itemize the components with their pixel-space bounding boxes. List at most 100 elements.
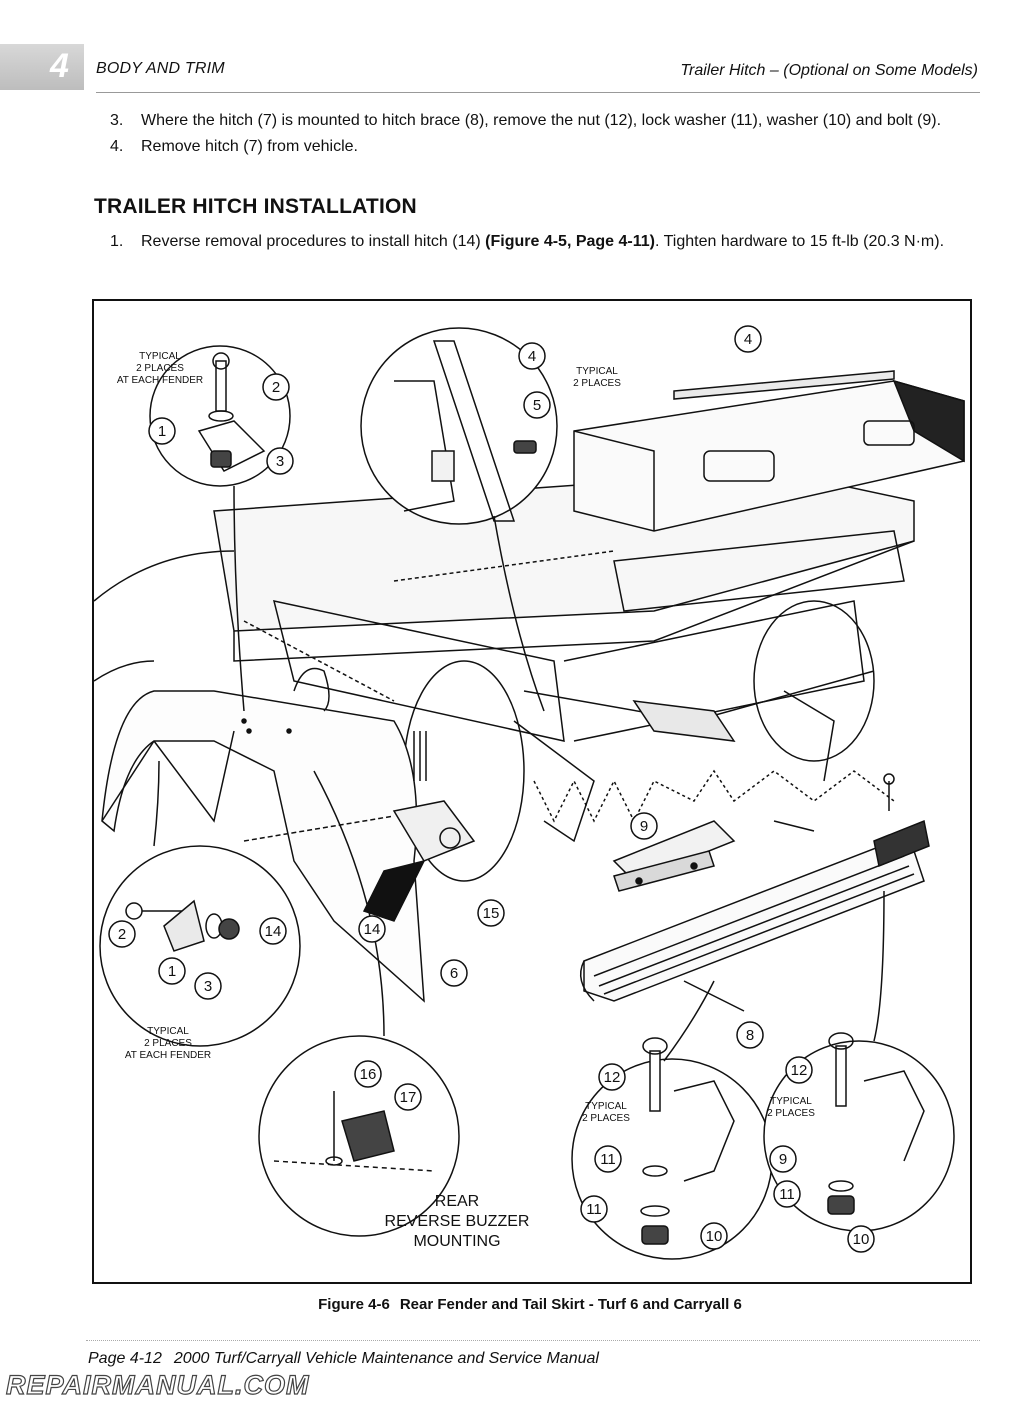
typical-label-fender-top: TYPICAL 2 PLACES AT EACH FENDER [117, 351, 203, 386]
svg-text:5: 5 [533, 397, 541, 414]
detail-circle-bumper-bracket [360, 327, 558, 525]
figure-title: Rear Fender and Tail Skirt - Turf 6 and … [399, 1296, 742, 1313]
detail-circle-bolt-right [763, 1032, 955, 1232]
svg-text:6: 6 [450, 965, 458, 982]
exploded-view-diagram: TYPICAL 2 PLACES AT EACH FENDER TYPICAL … [94, 325, 965, 1260]
callout-12-right: 12 [785, 1056, 813, 1084]
watermark-logo: REPAIRMANUAL.COM [5, 1369, 310, 1400]
callout-14-detail: 14 [259, 917, 287, 945]
typical-label-fender-bottom: TYPICAL 2 PLACES AT EACH FENDER [125, 1026, 211, 1061]
callout-10-left: 10 [700, 1222, 728, 1250]
installation-step: 1. Reverse removal procedures to install… [110, 231, 978, 253]
callout-17: 17 [394, 1083, 422, 1111]
installation-steps: 1. Reverse removal procedures to install… [110, 231, 978, 257]
callout-9: 9 [630, 812, 658, 840]
detail-circle-fender-top [149, 345, 291, 487]
svg-text:15: 15 [483, 905, 500, 922]
label-line: 2 PLACES [767, 1108, 815, 1119]
svg-text:3: 3 [204, 978, 212, 995]
step-number: 3. [110, 112, 124, 129]
step-text: Reverse removal procedures to install hi… [141, 231, 978, 253]
manual-title: 2000 Turf/Carryall Vehicle Maintenance a… [173, 1350, 599, 1367]
svg-text:12: 12 [604, 1069, 621, 1086]
section-heading: TRAILER HITCH INSTALLATION [94, 195, 417, 218]
callout-16: 16 [354, 1060, 382, 1088]
callout-11-left-lower: 11 [580, 1195, 608, 1223]
rear-bumper-drawing [573, 370, 965, 532]
page-number: Page 4-12 [88, 1350, 162, 1367]
figure-reference-link[interactable]: (Figure 4-5, Page 4-11) [485, 233, 655, 250]
label-line: 2 PLACES [144, 1038, 192, 1049]
chapter-tab: 4 [0, 44, 84, 90]
svg-text:16: 16 [360, 1066, 377, 1083]
typical-label-mid: TYPICAL 2 PLACES [573, 366, 621, 389]
callout-11-left-upper: 11 [594, 1145, 622, 1173]
svg-text:10: 10 [853, 1231, 870, 1248]
step-text-part: . Tighten hardware to 15 ft-lb (20.3 N·m… [655, 233, 945, 250]
label-line: TYPICAL [139, 351, 181, 362]
label-line: TYPICAL [576, 366, 618, 377]
label-line: MOUNTING [413, 1233, 500, 1250]
svg-text:9: 9 [779, 1151, 787, 1168]
svg-text:11: 11 [600, 1151, 616, 1168]
header-divider [96, 92, 980, 93]
svg-text:2: 2 [118, 926, 126, 943]
callout-8: 8 [736, 1021, 764, 1049]
step-number: 1. [110, 233, 124, 250]
footer: Page 4-12 2000 Turf/Carryall Vehicle Main… [88, 1350, 599, 1368]
label-line: AT EACH FENDER [125, 1050, 211, 1061]
callout-10-right: 10 [847, 1225, 875, 1253]
typical-label-bolt-left: TYPICAL 2 PLACES [582, 1101, 630, 1124]
chapter-number: 4 [50, 47, 69, 85]
figure-caption: Figure 4-6 Rear Fender and Tail Skirt - T… [0, 1296, 1024, 1313]
header-topic: Trailer Hitch – (Optional on Some Models… [680, 62, 978, 79]
callout-1: 1 [148, 417, 176, 445]
step-text: Where the hitch (7) is mounted to hitch … [141, 112, 942, 129]
label-line: AT EACH FENDER [117, 375, 203, 386]
callout-4: 4 [518, 342, 546, 370]
step-text-part: Reverse removal procedures to install hi… [141, 233, 486, 250]
footer-divider [86, 1340, 980, 1341]
callout-2: 2 [262, 373, 290, 401]
removal-step: 4. Remove hitch (7) from vehicle. [110, 136, 978, 158]
label-line: REAR [435, 1193, 479, 1210]
step-number: 4. [110, 138, 124, 155]
callout-9-right: 9 [769, 1145, 797, 1173]
svg-text:17: 17 [400, 1089, 417, 1106]
buzzer-drawing [243, 667, 476, 922]
callout-4-bumper: 4 [734, 325, 762, 353]
leader-lines [153, 485, 885, 1062]
label-line: TYPICAL [770, 1096, 812, 1107]
svg-text:4: 4 [528, 348, 536, 365]
step-text: Remove hitch (7) from vehicle. [141, 138, 358, 155]
svg-text:12: 12 [791, 1062, 808, 1079]
svg-text:4: 4 [744, 331, 752, 348]
svg-text:9: 9 [640, 818, 648, 835]
tail-skirt-drawing [533, 769, 930, 1002]
callout-15: 15 [477, 899, 505, 927]
label-line: 2 PLACES [573, 378, 621, 389]
callout-5: 5 [523, 391, 551, 419]
callout-2-lower: 2 [108, 920, 136, 948]
svg-text:2: 2 [272, 379, 280, 396]
figure-number: Figure 4-6 [318, 1296, 390, 1313]
detail-circle-fender-bottom [99, 845, 301, 1047]
buzzer-mounting-label: REAR REVERSE BUZZER MOUNTING [385, 1193, 530, 1250]
label-line: 2 PLACES [136, 363, 184, 374]
callout-11-right: 11 [773, 1180, 801, 1208]
label-line: REVERSE BUZZER [385, 1213, 530, 1230]
detail-circle-bolt-left [571, 1037, 773, 1260]
callout-1-lower: 1 [158, 957, 186, 985]
callout-14: 14 [358, 915, 386, 943]
label-line: TYPICAL [147, 1026, 189, 1037]
removal-step: 3. Where the hitch (7) is mounted to hit… [110, 110, 978, 132]
rear-fender-drawing [101, 690, 425, 1003]
removal-steps: 3. Where the hitch (7) is mounted to hit… [110, 110, 978, 162]
svg-text:1: 1 [158, 423, 166, 440]
svg-text:10: 10 [706, 1228, 723, 1245]
vehicle-frame-drawing [94, 470, 915, 882]
callout-6: 6 [440, 959, 468, 987]
svg-text:14: 14 [265, 923, 282, 940]
svg-text:1: 1 [168, 963, 176, 980]
svg-text:11: 11 [779, 1186, 795, 1203]
